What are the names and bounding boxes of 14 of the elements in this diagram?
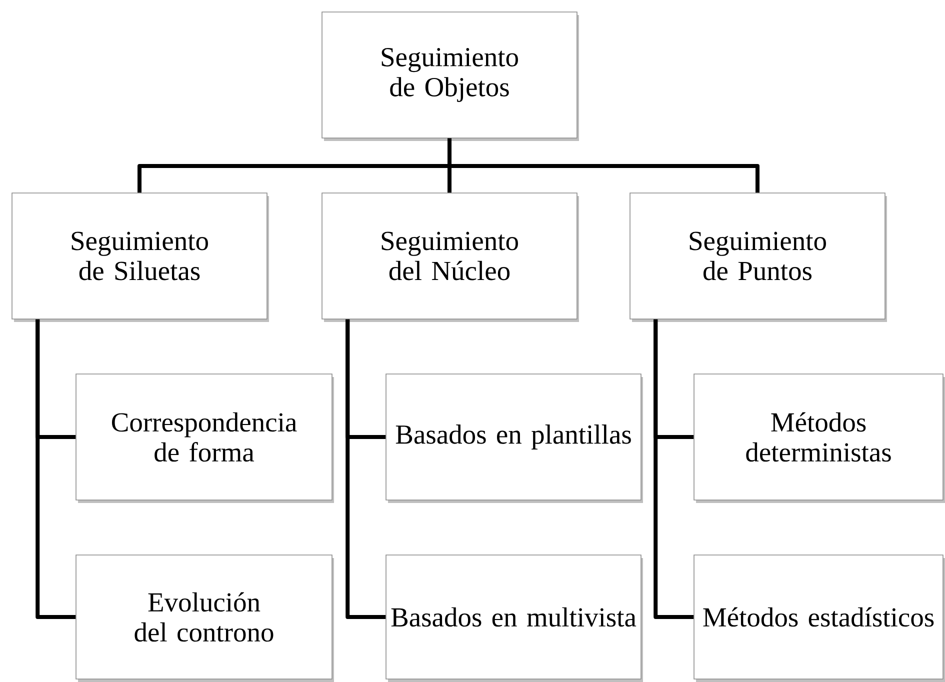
connector-line — [654, 319, 694, 619]
connector-line — [448, 138, 760, 193]
text-box: Correspondencia de forma — [76, 374, 334, 503]
connector-line — [346, 319, 386, 619]
text-box: Evolución del controno — [76, 554, 334, 682]
text-box: Seguimiento de Objetos — [322, 12, 579, 141]
connector-line — [36, 319, 76, 619]
text-box: Basados en multivista — [386, 554, 643, 682]
text-box: Métodos deterministas — [694, 374, 945, 503]
text-box: Métodos estadísticos — [694, 554, 945, 682]
text-box: Seguimiento de Puntos — [630, 192, 887, 322]
text-box: Seguimiento del Núcleo — [322, 192, 579, 322]
text-box: Seguimiento de Siluetas — [12, 192, 269, 322]
text-box: Basados en plantillas — [386, 374, 643, 503]
